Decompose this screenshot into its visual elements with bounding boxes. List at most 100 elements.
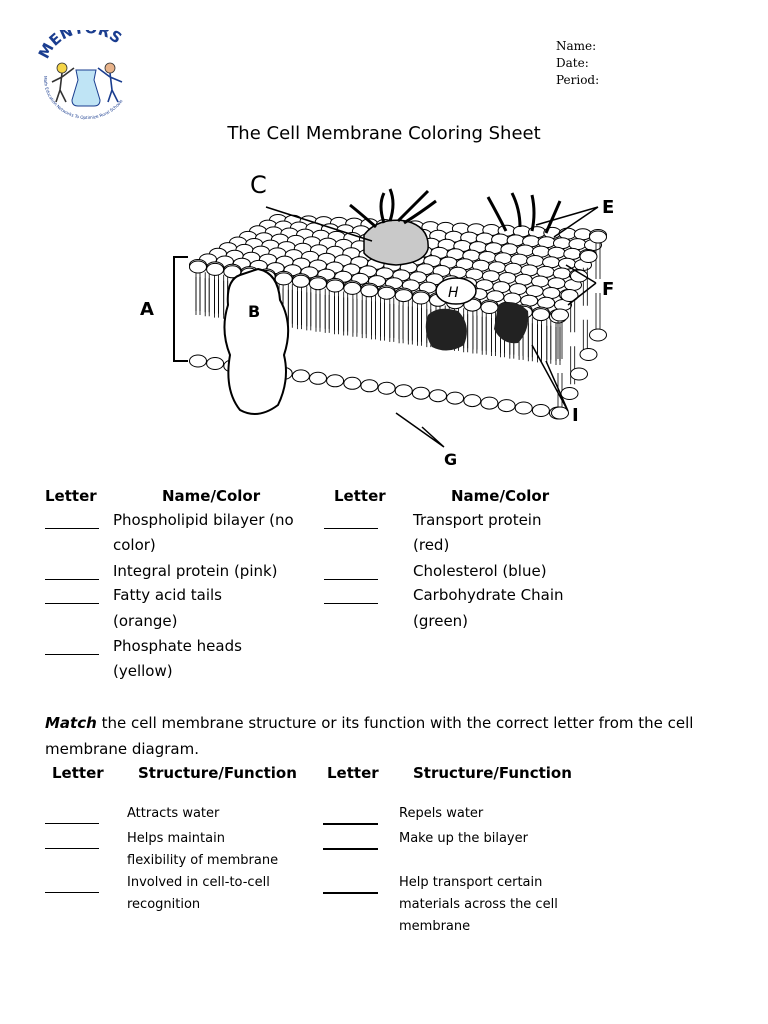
fatty-acid-tail: [334, 290, 339, 331]
t2-blank[interactable]: [45, 892, 99, 893]
fatty-acid-tail: [315, 293, 321, 332]
t1-right-1-line1: Cholesterol (blue): [413, 562, 547, 580]
transport-protein-dark: [425, 302, 529, 351]
bracket-a: [173, 256, 188, 362]
t2-left-2-line2: recognition: [127, 897, 201, 912]
fatty-acid-tail: [537, 318, 542, 359]
fatty-acid-tail: [297, 291, 302, 330]
integral-protein-b: [223, 267, 290, 415]
carbohydrate-chain-e: [486, 192, 562, 234]
fatty-acid-tail: [407, 300, 413, 341]
fatty-acid-tail: [287, 283, 293, 324]
t1-header-letter-2: Letter: [334, 487, 386, 505]
phosphate-head: [514, 401, 533, 415]
t1-blank[interactable]: [45, 528, 99, 529]
fatty-acid-tail: [343, 297, 349, 336]
fatty-acid-tail: [398, 305, 404, 344]
t2-right-2-line1: Help transport certain: [399, 875, 543, 890]
phosphate-head: [411, 386, 430, 400]
cell-membrane-diagram: C E F A B H I G: [140, 171, 614, 469]
t1-blank[interactable]: [324, 528, 378, 529]
phosphate-head: [560, 289, 579, 302]
t2-header-letter-1: Letter: [52, 764, 104, 782]
t1-blank[interactable]: [45, 654, 99, 655]
phosphate-head: [497, 399, 516, 413]
t1-blank[interactable]: [324, 579, 378, 580]
phosphate-head: [206, 262, 225, 276]
phosphate-head: [463, 394, 482, 408]
label-b: B: [248, 302, 260, 321]
t2-right-2-line2: materials across the cell: [399, 897, 558, 912]
fatty-acid-tail: [195, 271, 201, 311]
t1-blank[interactable]: [45, 579, 99, 580]
phosphate-head: [309, 277, 327, 291]
t1-left-0-line2: color): [113, 536, 156, 554]
phosphate-head: [377, 381, 396, 395]
fatty-acid-tail: [204, 272, 210, 313]
fatty-acid-tail: [380, 296, 385, 337]
fatty-acid-tail: [195, 277, 201, 315]
phosphate-head: [531, 404, 550, 417]
top-phosphate-heads: [189, 214, 607, 321]
t2-blank[interactable]: [323, 823, 378, 825]
phosphate-head: [189, 354, 207, 368]
phosphate-head: [360, 284, 379, 298]
fatty-acid-tail: [371, 295, 376, 336]
fatty-acid-tail: [417, 301, 422, 342]
t2-blank[interactable]: [45, 823, 99, 824]
phosphate-head: [551, 406, 569, 420]
fatty-acid-tail: [527, 317, 533, 358]
fatty-acid-tail: [315, 287, 321, 328]
phosphate-head: [531, 308, 550, 322]
period-label: Period:: [556, 73, 600, 87]
fatty-acid-tail: [306, 292, 312, 331]
fatty-acid-tail: [324, 294, 330, 333]
logo-text: MENTORS: [38, 30, 125, 62]
fatty-acid-tail: [546, 319, 552, 360]
t2-right-2-line3: membrane: [399, 919, 471, 934]
fatty-acid-tail: [481, 310, 487, 351]
phosphate-head: [579, 348, 598, 361]
fatty-acid-tail: [297, 285, 302, 326]
t1-right-0-line2: (red): [413, 536, 450, 554]
t1-blank[interactable]: [324, 603, 378, 604]
fatty-acid-tail: [472, 309, 478, 350]
phosphate-head: [377, 286, 396, 300]
phosphate-head: [570, 269, 588, 283]
t2-right-1-line1: Make up the bilayer: [399, 831, 528, 846]
phosphate-head: [480, 301, 499, 314]
match-rest: the cell membrane structure or its funct…: [45, 714, 694, 758]
label-c: C: [250, 171, 267, 199]
t1-header-letter-1: Letter: [45, 487, 97, 505]
phosphate-head: [309, 371, 327, 385]
t1-right-0-line1: Transport protein: [413, 511, 542, 529]
t1-left-1-line1: Integral protein (pink): [113, 562, 278, 580]
t1-right-2-line1: Carbohydrate Chain: [413, 586, 564, 604]
phosphate-head: [326, 279, 345, 293]
fatty-acid-tail: [557, 321, 563, 359]
fatty-acid-tail: [527, 323, 533, 362]
svg-text:MENTORS: MENTORS: [38, 30, 125, 62]
t2-left-1-line2: flexibility of membrane: [127, 853, 279, 868]
fatty-acid-tail: [334, 296, 339, 335]
t2-blank[interactable]: [45, 848, 99, 849]
protein-c: [363, 219, 429, 266]
fatty-acid-tail: [214, 273, 219, 314]
t1-left-3-line1: Phosphate heads: [113, 637, 242, 655]
phosphate-head: [480, 396, 499, 410]
phosphate-head: [560, 387, 579, 400]
fatty-acid-tail: [361, 294, 367, 335]
fatty-acid-tail: [361, 300, 367, 339]
phosphate-head: [189, 260, 207, 274]
fatty-acid-tail: [417, 307, 422, 346]
phosphate-head: [446, 391, 465, 405]
t2-blank[interactable]: [323, 848, 378, 850]
t2-blank[interactable]: [323, 892, 378, 894]
t2-left-1-line1: Helps maintain: [127, 831, 225, 846]
t1-left-2-line2: (orange): [113, 612, 178, 630]
fatty-acid-tail: [287, 289, 293, 328]
t1-header-name-1: Name/Color: [162, 487, 261, 505]
t1-blank[interactable]: [45, 603, 99, 604]
phosphate-head: [326, 374, 345, 388]
